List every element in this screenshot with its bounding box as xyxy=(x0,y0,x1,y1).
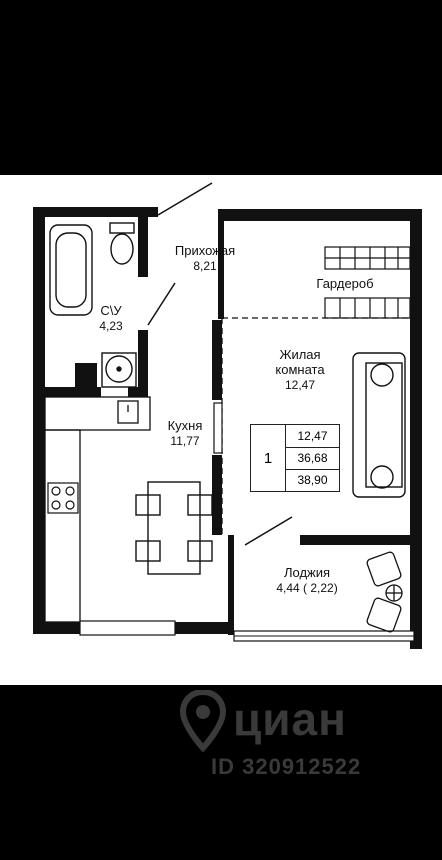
cian-brand: циан xyxy=(233,693,347,745)
wall-top-right xyxy=(218,209,418,221)
location-pin-icon xyxy=(179,690,227,752)
wall-right-upper-stub xyxy=(218,209,224,319)
kitchen-window xyxy=(79,620,176,636)
floor-plan: Прихожая 8,21 С\У 4,23 Гардероб Жилая ко… xyxy=(0,175,442,685)
bath-door-swing xyxy=(147,282,176,326)
wall-top-left xyxy=(33,207,155,217)
wardrobe-shelves xyxy=(324,246,411,319)
cian-watermark: циан ID 320912522 xyxy=(175,690,415,790)
bathroom-name: С\У xyxy=(100,303,122,318)
kitchen-area: 11,77 xyxy=(170,434,200,448)
living-name-line2: комната xyxy=(275,362,325,377)
area-legend: 1 12,47 36,68 38,90 xyxy=(250,424,340,492)
wardrobe-name: Гардероб xyxy=(316,276,374,291)
bathroom-area: 4,23 xyxy=(99,319,123,333)
wall-left xyxy=(33,207,45,632)
dining-table-icon xyxy=(135,481,213,575)
wall-loggia-top xyxy=(300,535,415,545)
wall-bath-right xyxy=(138,330,148,395)
wall-hall-left-top xyxy=(138,217,148,277)
wall-kitchen-living-2 xyxy=(212,455,222,535)
wall-bath-bottom-2 xyxy=(128,387,148,397)
stove-icon xyxy=(47,482,79,514)
kitchen-name: Кухня xyxy=(167,418,203,433)
armchair-icon xyxy=(366,551,403,633)
legend-total-with-loggia: 38,90 xyxy=(297,473,328,487)
room-label-kitchen: Кухня 11,77 xyxy=(150,418,220,448)
wall-kitchen-living xyxy=(212,320,222,400)
loggia-area: 4,44 ( 2,22) xyxy=(276,581,338,595)
loggia-door-swing xyxy=(244,516,293,546)
hall-name: Прихожая xyxy=(174,243,236,258)
loggia-name: Лоджия xyxy=(283,565,331,580)
hall-column xyxy=(75,363,97,389)
toilet-icon xyxy=(109,222,135,265)
entry-door-swing xyxy=(157,182,213,216)
wall-bottom-kitchen xyxy=(175,622,233,634)
wall-entry-stub xyxy=(150,207,158,217)
bathtub-icon xyxy=(49,224,93,316)
hall-area: 8,21 xyxy=(193,259,217,273)
wall-bottom-left xyxy=(33,622,80,634)
rooms-count: 1 xyxy=(251,425,286,491)
room-label-loggia: Лоджия 4,44 ( 2,22) xyxy=(262,565,352,595)
wall-right xyxy=(410,209,422,649)
kitchen-counter xyxy=(44,396,151,623)
room-label-hall: Прихожая 8,21 xyxy=(165,243,245,273)
wall-loggia-left xyxy=(228,535,234,635)
room-label-wardrobe: Гардероб xyxy=(300,276,390,291)
walls xyxy=(33,207,422,649)
sofa-icon xyxy=(352,352,406,498)
sink-icon xyxy=(101,352,137,388)
room-label-living: Жилая комната 12,47 xyxy=(255,347,345,392)
living-name-line1: Жилая xyxy=(279,347,321,362)
listing-id: ID 320912522 xyxy=(211,754,362,779)
legend-living-area: 12,47 xyxy=(286,425,339,448)
living-area: 12,47 xyxy=(284,378,316,392)
wall-bath-bottom xyxy=(45,387,101,397)
legend-total-area: 36,68 xyxy=(286,447,339,470)
room-label-bathroom: С\У 4,23 xyxy=(86,303,136,333)
kitchen-door-frame xyxy=(213,402,223,454)
floor-plan-drawing xyxy=(33,182,422,649)
